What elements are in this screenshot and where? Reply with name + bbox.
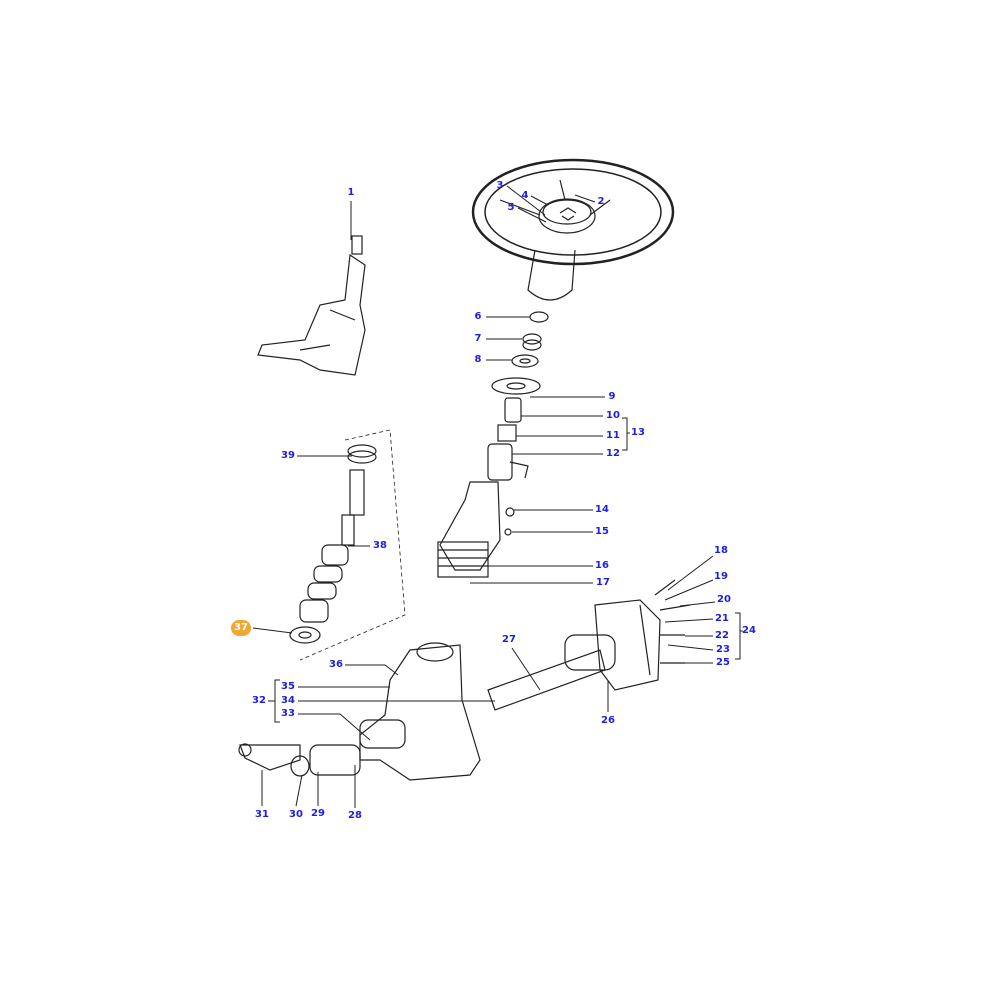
part-label-31[interactable]: 31 <box>255 809 269 820</box>
part-label-25[interactable]: 25 <box>716 657 730 668</box>
part-label-22[interactable]: 22 <box>715 630 729 641</box>
part-label-27[interactable]: 27 <box>502 634 516 645</box>
part-label-39[interactable]: 39 <box>281 450 295 461</box>
part-label-14[interactable]: 14 <box>595 504 609 515</box>
part-label-16[interactable]: 16 <box>595 560 609 571</box>
part-label-28[interactable]: 28 <box>348 810 362 821</box>
part-label-24[interactable]: 24 <box>742 625 756 636</box>
part-label-6[interactable]: 6 <box>474 311 482 322</box>
part-label-7[interactable]: 7 <box>474 333 482 344</box>
part-label-1[interactable]: 1 <box>347 187 355 198</box>
part-label-2[interactable]: 2 <box>597 196 605 207</box>
part-label-32[interactable]: 32 <box>252 695 266 706</box>
part-label-13[interactable]: 13 <box>631 427 645 438</box>
part-label-19[interactable]: 19 <box>714 571 728 582</box>
part-label-20[interactable]: 20 <box>717 594 731 605</box>
column-parts <box>437 311 549 578</box>
steering-box <box>238 579 691 781</box>
part-label-29[interactable]: 29 <box>311 808 325 819</box>
part-label-35[interactable]: 35 <box>281 681 295 692</box>
part-label-26[interactable]: 26 <box>601 715 615 726</box>
part-label-5[interactable]: 5 <box>507 202 515 213</box>
part-label-36[interactable]: 36 <box>329 659 343 670</box>
part-label-17[interactable]: 17 <box>596 577 610 588</box>
part-label-10[interactable]: 10 <box>606 410 620 421</box>
part-label-30[interactable]: 30 <box>289 809 303 820</box>
part-label-37-highlighted[interactable]: 37 <box>231 620 251 636</box>
part-label-4[interactable]: 4 <box>521 190 529 201</box>
part-label-11[interactable]: 11 <box>606 430 620 441</box>
part-label-18[interactable]: 18 <box>714 545 728 556</box>
leader-lines <box>252 185 743 808</box>
steering-wheel <box>471 158 675 301</box>
part-label-38[interactable]: 38 <box>373 540 387 551</box>
part-label-12[interactable]: 12 <box>606 448 620 459</box>
part-label-9[interactable]: 9 <box>608 391 616 402</box>
part-label-8[interactable]: 8 <box>474 354 482 365</box>
part-label-34[interactable]: 34 <box>281 695 295 706</box>
part-label-21[interactable]: 21 <box>715 613 729 624</box>
part-label-3[interactable]: 3 <box>496 180 504 191</box>
part-label-33[interactable]: 33 <box>281 708 295 719</box>
part-label-15[interactable]: 15 <box>595 526 609 537</box>
steering-box-inset <box>257 235 366 376</box>
part-label-23[interactable]: 23 <box>716 644 730 655</box>
steering-shaft-parts <box>289 429 406 661</box>
